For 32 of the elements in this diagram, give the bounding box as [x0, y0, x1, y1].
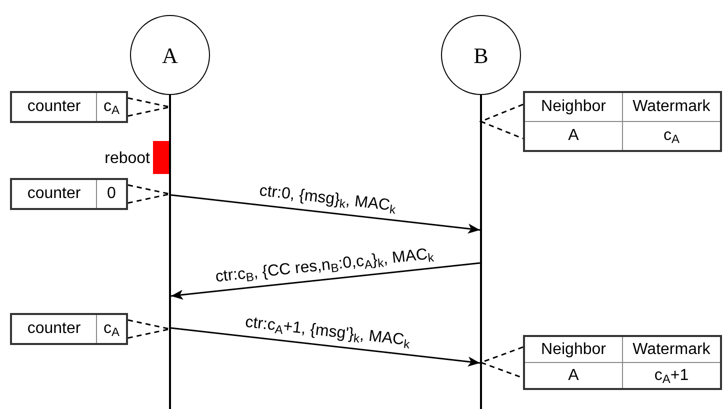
message-arrow: [170, 194, 480, 234]
data-table: [523, 91, 722, 152]
node-caption: reboot: [104, 149, 150, 169]
leader-line: [128, 184, 171, 204]
table-cell: counter: [12, 180, 97, 208]
message-arrow: [170, 262, 480, 300]
table-cell-text: 0: [106, 184, 117, 204]
leader-line: [128, 319, 171, 339]
reboot-marker: [153, 141, 169, 174]
data-table: [10, 178, 128, 210]
edge-label: ctr:0, {msg}$_{k}$, MAC$_{k}$: [258, 182, 396, 214]
table-cell: Neighbor: [525, 93, 623, 122]
table-cell: A: [525, 122, 623, 150]
data-table: [10, 91, 128, 123]
message-arrow: [170, 327, 480, 367]
edge-label: ctr:c$_{A}$+1, {msg'}$_{k}$, MAC$_{k}$: [244, 314, 410, 349]
lifeline: [480, 95, 482, 409]
lifeline: [169, 95, 171, 409]
table-cell-text: c$_{A}$: [102, 319, 120, 341]
data-table: [10, 313, 128, 345]
table-cell: counter: [12, 315, 97, 343]
table-cell: A: [525, 363, 623, 388]
leader-line: [479, 104, 524, 140]
table-cell: counter: [12, 93, 97, 121]
table-cell: Watermark: [623, 93, 720, 122]
leader-line: [128, 97, 171, 117]
table-cell: Watermark: [623, 337, 720, 363]
table-cell-text: c$_{A}$+1: [653, 366, 690, 388]
table-cell-text: c$_{A}$: [102, 97, 120, 119]
data-table: [523, 335, 722, 390]
table-cell: Neighbor: [525, 337, 623, 363]
table-cell-text: c$_{A}$: [662, 126, 680, 148]
